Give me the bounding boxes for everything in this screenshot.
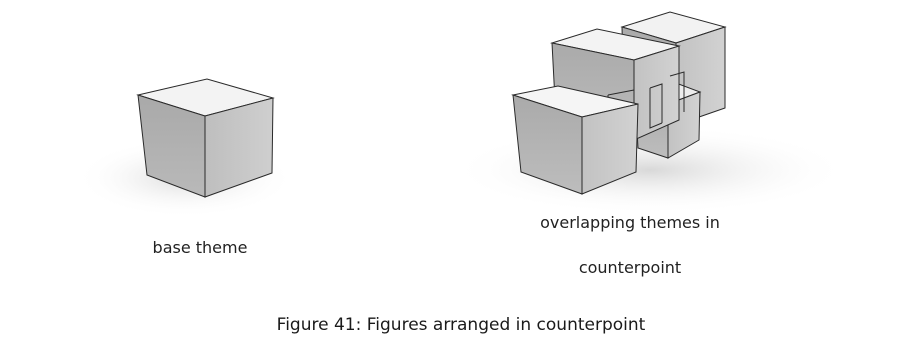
figure-caption: Figure 41: Figures arranged in counterpo… [276, 315, 646, 335]
front-left-cube [511, 85, 639, 195]
overlapping-themes-panel: overlapping themes in counterpoint [400, 0, 922, 305]
base-cube-illustration [75, 78, 295, 218]
overlapping-themes-label-line2: counterpoint [578, 258, 682, 277]
base-theme-panel: base theme [0, 0, 400, 305]
cube-right-face [204, 97, 274, 198]
overlapping-themes-label-line1: overlapping themes in [540, 213, 720, 232]
overlapping-cubes-illustration [450, 11, 850, 215]
base-theme-label: base theme [152, 238, 248, 257]
